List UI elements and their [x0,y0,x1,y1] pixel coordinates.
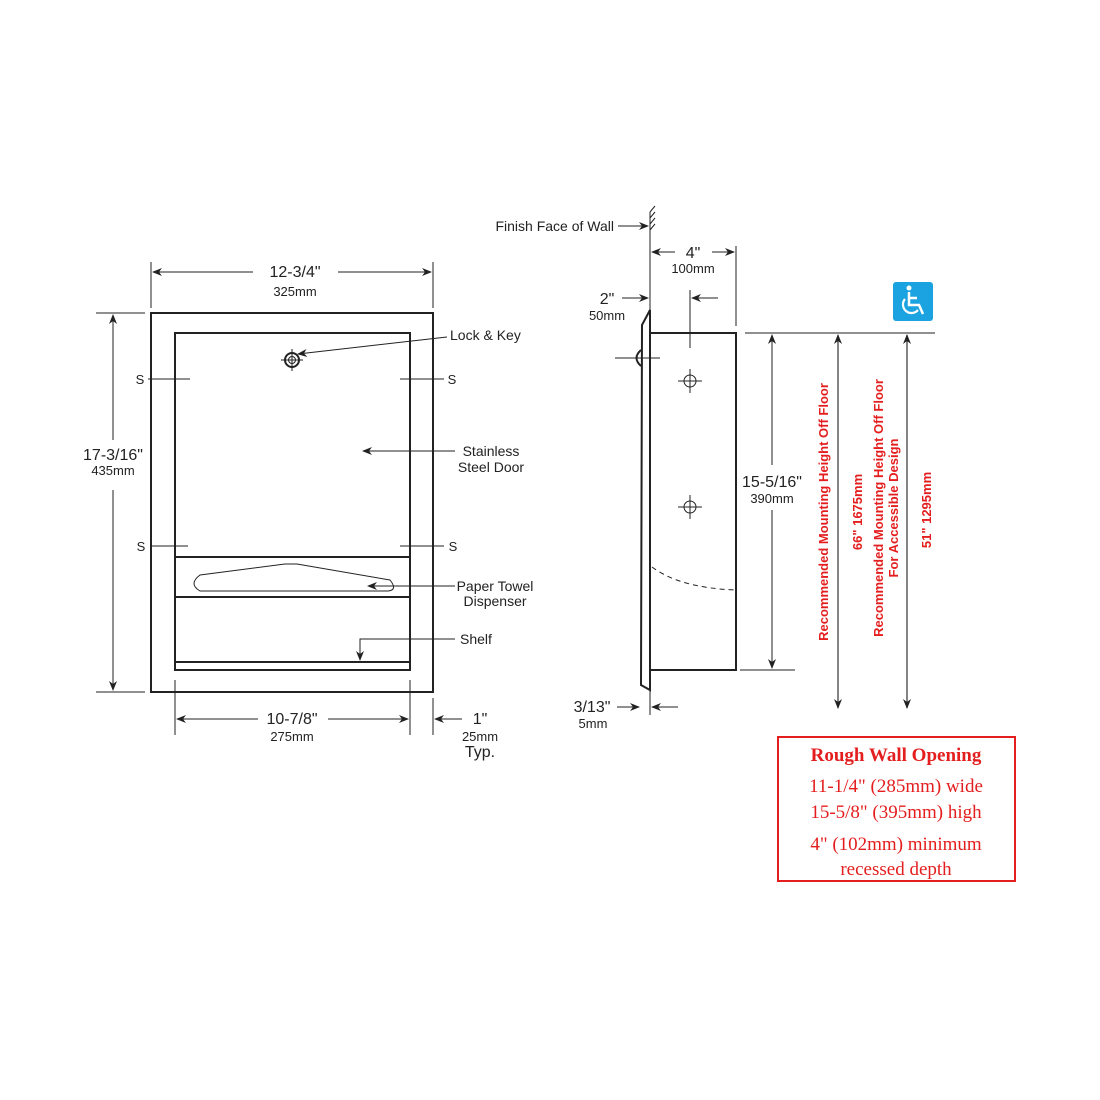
rough-opening-line: 4" (102mm) minimum [810,834,982,855]
lock-callout: Lock & Key [450,327,521,343]
flange-mm: 25mm [462,729,498,744]
offset-mm: 50mm [589,308,625,323]
door-callout-1: Stainless [463,443,520,459]
width-in: 12-3/4" [269,264,320,281]
side-height-mm: 390mm [750,491,793,506]
screw-label: S [136,372,145,387]
rough-wall-opening: Rough Wall Opening 11-1/4" (285mm) wide … [777,736,1016,882]
flange [639,309,651,692]
access-label-1: Recommended Mounting Height Off Floor [871,379,886,637]
rough-opening-line: 15-5/8" (395mm) high [810,802,982,823]
lock-icon [281,349,303,371]
wheelchair-accessible-icon [893,282,933,321]
outer-frame [150,312,434,693]
side-flange-mm: 5mm [579,716,608,731]
towel-callout-1: Paper Towel [457,578,534,594]
flange-note: Typ. [465,744,495,761]
inner-width-in: 10-7/8" [266,711,317,728]
screw-label: S [137,539,146,554]
hole-2 [678,495,702,519]
side-view: Finish Face of Wall 4" 100mm 2" 50mm 15-… [495,205,935,731]
wall-label: Finish Face of Wall [495,218,614,234]
rough-opening-title: Rough Wall Opening [811,745,982,766]
side-height-in: 15-5/16" [742,474,802,491]
cabinet-side [649,332,737,671]
front-view: 12-3/4" 325mm 17-3/16" 435mm 10-7/8" 275… [83,262,533,761]
flange-in: 1" [473,711,488,728]
width-mm: 325mm [273,284,316,299]
mount-value: 66" 1675mm [850,474,865,550]
towel-slot [193,563,394,592]
side-flange-in: 3/13" [574,699,611,716]
door-callout-2: Steel Door [458,459,524,475]
offset-in: 2" [600,291,615,308]
depth-mm: 100mm [671,261,714,276]
height-mm: 435mm [91,463,134,478]
door [174,332,411,671]
access-label-2: For Accessible Design [886,438,901,577]
rough-opening-line: 11-1/4" (285mm) wide [809,776,983,797]
access-value: 51" 1295mm [919,472,934,548]
height-in: 17-3/16" [83,447,143,464]
screw-label: S [449,539,458,554]
screw-markers: S S S S [136,372,458,554]
mount-label: Recommended Mounting Height Off Floor [816,383,831,641]
screw-label: S [448,372,457,387]
inner-width-mm: 275mm [270,729,313,744]
rough-opening-line: recessed depth [840,859,952,880]
depth-in: 4" [686,245,701,262]
hole-1 [678,369,702,393]
towel-callout-2: Dispenser [463,593,526,609]
shelf-callout: Shelf [460,631,492,647]
